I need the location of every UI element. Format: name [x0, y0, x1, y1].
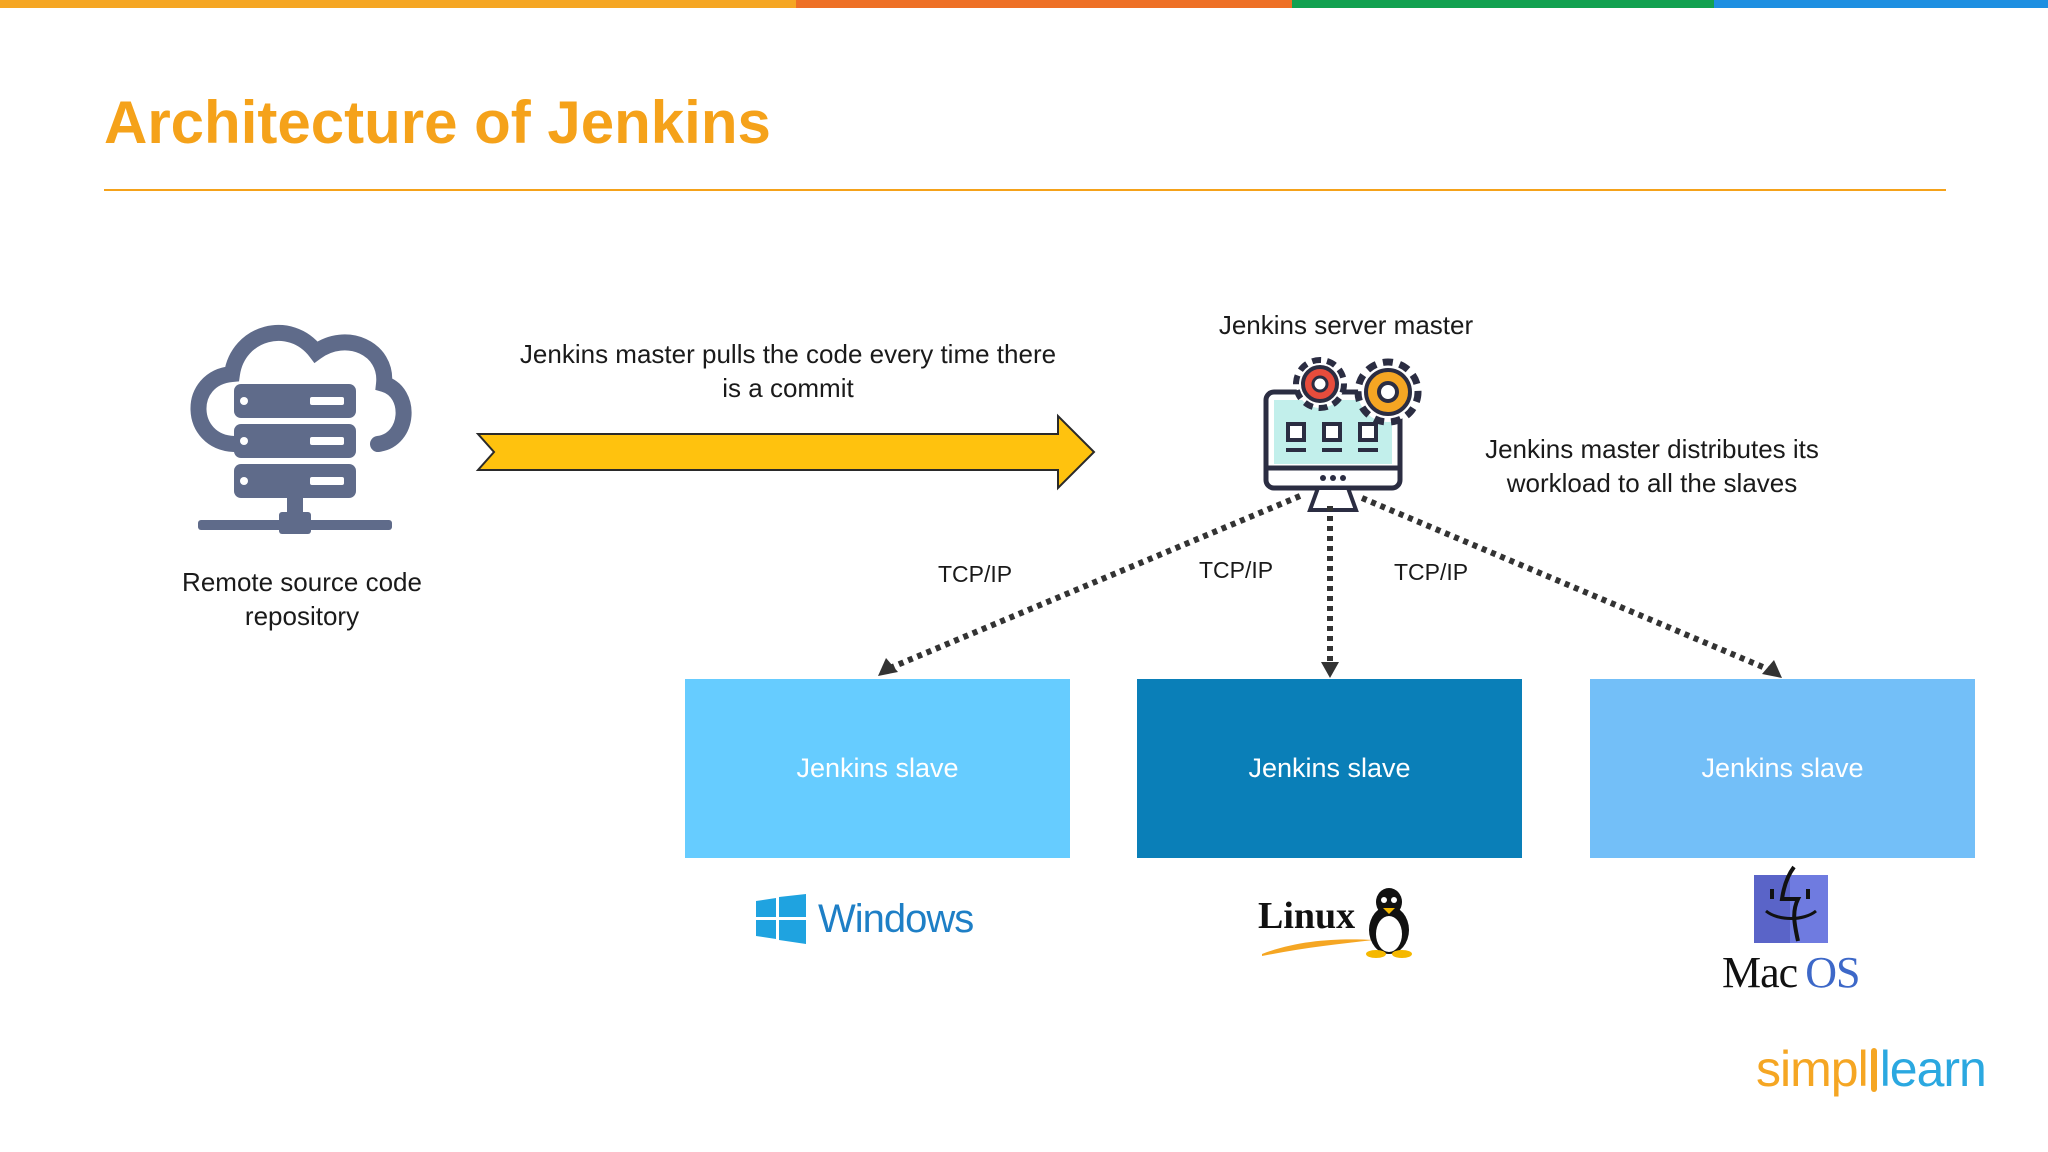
- top-bar-segment-3: [1292, 0, 1714, 8]
- linux-wordmark: Linux: [1258, 895, 1356, 937]
- tcp-label-windows: TCP/IP: [938, 561, 1013, 587]
- top-bar-segment-4: [1714, 0, 2048, 8]
- top-bar-segment-1: [0, 0, 796, 8]
- distribute-note-line-1: Jenkins master distributes its: [1485, 434, 1819, 464]
- windows-wordmark: Windows: [818, 896, 974, 941]
- top-bar-segment-2: [796, 0, 1292, 8]
- connector-windows: [888, 493, 1302, 671]
- top-color-bar: [0, 0, 2048, 8]
- macos-wordmark-os: OS: [1805, 948, 1860, 997]
- slave-box-linux: Jenkins slave: [1137, 679, 1522, 858]
- brand-part-2: learn: [1879, 1041, 1987, 1097]
- title-underline: [104, 189, 1946, 191]
- linux-swoosh-icon: [1262, 939, 1374, 956]
- distribute-note-line-2: workload to all the slaves: [1506, 468, 1798, 498]
- repository-label-line-2: repository: [244, 601, 360, 631]
- slave-label-linux: Jenkins slave: [1248, 753, 1411, 783]
- arrowhead-linux: [1321, 662, 1339, 678]
- brand-divider: [1870, 1048, 1877, 1092]
- arrowhead-windows: [878, 658, 898, 676]
- master-label: Jenkins server master: [1218, 310, 1474, 340]
- tux-penguin-icon: [1366, 888, 1412, 958]
- pull-note-line-1: Jenkins master pulls the code every time…: [519, 339, 1057, 369]
- pull-note: Jenkins master pulls the code every time…: [520, 337, 1056, 405]
- slide-title: Architecture of Jenkins: [104, 89, 771, 156]
- arrowhead-mac: [1762, 660, 1782, 678]
- brand-part-1: simpl: [1756, 1041, 1869, 1097]
- repository-label: Remote source code repository: [182, 565, 422, 633]
- repository-label-line-1: Remote source code: [182, 567, 422, 597]
- slave-box-mac: Jenkins slave: [1590, 679, 1975, 858]
- pull-note-line-2: is a commit: [722, 373, 854, 403]
- cloud-server-icon: [190, 325, 412, 534]
- pull-arrow: [475, 413, 1096, 491]
- windows-logo: Windows: [756, 894, 974, 944]
- linux-logo: Linux: [1258, 888, 1418, 970]
- macos-wordmark-mac: Mac: [1722, 948, 1798, 997]
- slave-label-windows: Jenkins slave: [796, 753, 959, 783]
- slave-box-windows: Jenkins slave: [685, 679, 1070, 858]
- connector-mac: [1360, 495, 1772, 673]
- windows-flag-icon: [756, 894, 806, 944]
- distribute-note: Jenkins master distributes its workload …: [1485, 432, 1819, 500]
- tcp-label-linux: TCP/IP: [1199, 557, 1274, 583]
- slave-label-mac: Jenkins slave: [1701, 753, 1864, 783]
- monitor-gears-icon: [1263, 357, 1422, 512]
- mac-finder-icon: [1754, 865, 1828, 943]
- tcp-label-mac: TCP/IP: [1394, 559, 1469, 585]
